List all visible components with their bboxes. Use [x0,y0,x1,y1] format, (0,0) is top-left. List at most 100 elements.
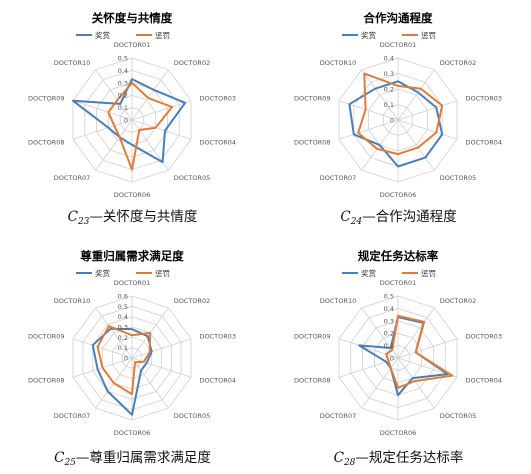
tick-label: 0.2 [118,92,128,100]
category-label: DOCTOR08 [28,376,65,384]
category-label: DOCTOR01 [114,279,151,287]
category-label: DOCTOR05 [174,174,211,182]
tick-label: 0.2 [384,86,394,94]
series-punish-line [357,72,444,156]
grid-spoke [131,119,192,140]
grid-spoke [131,69,169,121]
tick-label: 0.4 [384,305,394,313]
grid-spoke [72,100,133,121]
grid-spoke [72,338,133,359]
category-label: DOCTOR04 [200,138,237,146]
category-label: DOCTOR07 [320,412,357,420]
category-label: DOCTOR03 [200,333,237,341]
tick-label: 0.4 [118,313,128,321]
tick-label: 0 [124,355,128,363]
tick-label: 0.1 [118,104,128,112]
series-reward-line [348,80,444,168]
legend-label: 奖赏 [361,268,376,278]
category-label: DOCTOR02 [174,297,211,305]
radar-chart-2: 合作沟通程度奖赏惩罚00.10.20.30.4DOCTOR01DOCTOR02D… [294,11,503,199]
grid-spoke [338,338,399,359]
grid-spoke [397,307,435,359]
grid-spoke [95,307,133,359]
grid-spoke [397,338,458,359]
grid-spoke [397,119,458,140]
legend-label: 惩罚 [421,268,436,278]
category-label: DOCTOR08 [28,138,65,146]
category-label: DOCTOR10 [320,59,357,67]
caption-3: C25—尊重归属需求满足度 [54,450,211,468]
tick-label: 0 [390,355,394,363]
category-label: DOCTOR06 [114,191,151,199]
category-label: DOCTOR03 [200,95,237,103]
category-label: DOCTOR01 [114,41,151,49]
grid-spoke [397,119,435,171]
tick-label: 0.6 [118,293,128,301]
grid-spoke [95,119,133,171]
grid-spoke [397,357,435,409]
tick-label: 0 [390,117,394,125]
legend-label: 奖赏 [361,30,376,40]
tick-label: 0.2 [384,330,394,338]
legend-label: 奖赏 [95,268,110,278]
category-label: DOCTOR01 [380,41,417,49]
tick-label: 0.4 [118,67,128,75]
category-label: DOCTOR04 [466,376,503,384]
category-label: DOCTOR08 [294,138,331,146]
legend: 奖赏 惩罚 [76,268,170,278]
category-label: DOCTOR04 [466,138,503,146]
category-label: DOCTOR06 [380,191,417,199]
chart-title: 规定任务达标率 [358,249,439,263]
grid-spoke [131,100,192,121]
category-label: DOCTOR05 [440,412,477,420]
tick-label: 0.1 [384,342,394,350]
tick-label: 0.3 [118,324,128,332]
legend: 奖赏 惩罚 [76,30,170,40]
series-punish-line [96,325,152,396]
series-punish-line [385,314,454,389]
category-label: DOCTOR02 [440,297,477,305]
category-label: DOCTOR06 [380,429,417,437]
tick-label: 0.1 [384,101,394,109]
legend-label: 惩罚 [421,30,436,40]
legend-label: 惩罚 [155,268,170,278]
series-punish-line [107,81,174,171]
caption-2: C24—合作沟通程度 [340,209,457,227]
category-label: DOCTOR07 [54,412,91,420]
caption-4: C28—规定任务达标率 [333,450,464,468]
legend: 奖赏 惩罚 [342,30,436,40]
category-label: DOCTOR01 [380,279,417,287]
tick-label: 0.2 [118,334,128,342]
category-label: DOCTOR10 [54,59,91,67]
tick-label: 0.5 [118,303,128,311]
grid-spoke [95,69,133,121]
category-label: DOCTOR02 [174,59,211,67]
category-label: DOCTOR09 [294,95,331,103]
legend-label: 惩罚 [155,30,170,40]
category-label: DOCTOR08 [294,376,331,384]
radar-chart-3: 尊重归属需求满足度奖赏惩罚00.10.20.30.40.50.6DOCTOR01… [28,249,237,437]
tick-label: 0.3 [384,70,394,78]
category-label: DOCTOR09 [28,95,65,103]
grid-spoke [72,119,133,140]
grid-spoke [397,69,435,121]
category-label: DOCTOR10 [320,297,357,305]
grid-spoke [397,100,458,121]
category-label: DOCTOR03 [466,95,503,103]
category-label: DOCTOR07 [320,174,357,182]
tick-label: 0.5 [384,293,394,301]
category-label: DOCTOR09 [28,333,65,341]
category-label: DOCTOR07 [54,174,91,182]
tick-label: 0.5 [118,55,128,63]
category-label: DOCTOR06 [114,429,151,437]
radar-chart-1: 关怀度与共情度奖赏惩罚00.10.20.30.40.5DOCTOR01DOCTO… [28,11,237,199]
category-label: DOCTOR03 [466,333,503,341]
grid-spoke [361,69,399,121]
chart-title: 尊重归属需求满足度 [80,249,184,263]
series-reward-line [72,78,187,164]
legend-label: 奖赏 [95,30,110,40]
